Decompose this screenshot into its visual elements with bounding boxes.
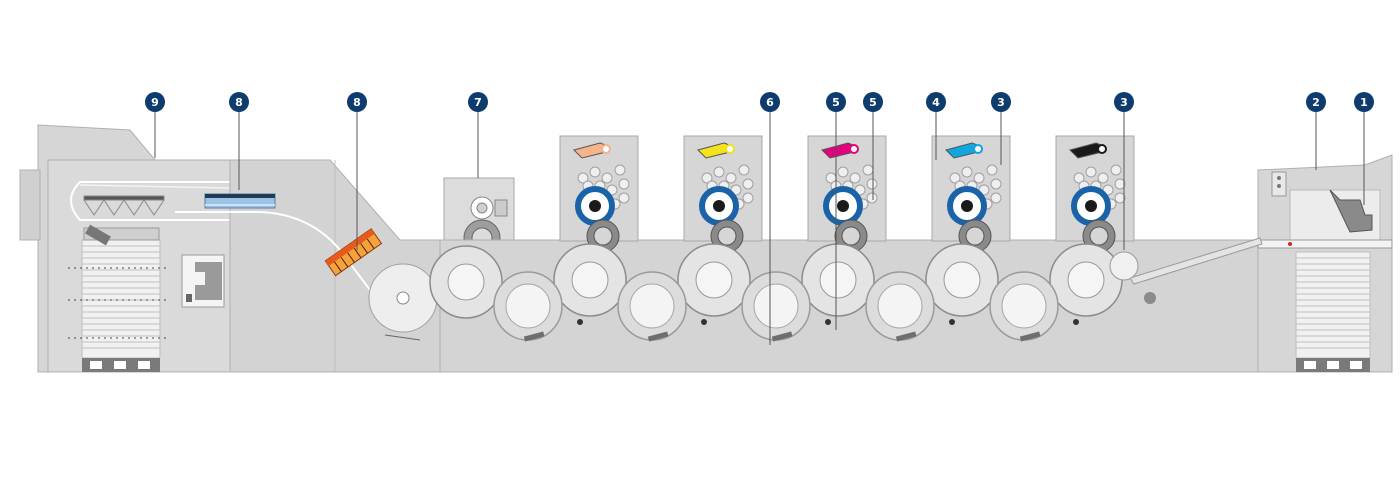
svg-text:5: 5 [832, 96, 840, 109]
printing-unit-2 [683, 135, 763, 253]
printing-unit-1 [559, 135, 639, 253]
callout-7: 7 [468, 92, 488, 112]
printing-unit-3 [807, 135, 887, 253]
svg-text:9: 9 [151, 96, 159, 109]
printing-units [559, 135, 1135, 253]
callout-8-uv: 8 [229, 92, 249, 112]
svg-text:3: 3 [997, 96, 1005, 109]
feed-table [1129, 237, 1263, 285]
svg-text:6: 6 [766, 96, 774, 109]
callout-badges: 9 8 8 7 6 5 5 4 [145, 92, 1374, 112]
sheet-travel-path [175, 211, 401, 331]
callout-5-a: 5 [826, 92, 846, 112]
callout-3-a: 3 [991, 92, 1011, 112]
feeder-sheet-pile [1295, 251, 1371, 372]
svg-text:5: 5 [869, 96, 877, 109]
delivery-sheet-pile [68, 239, 168, 372]
printing-unit-4 [931, 135, 1011, 253]
transfer-drums [493, 271, 1079, 342]
delivery-sheet-brake [83, 195, 165, 216]
callout-9: 9 [145, 92, 165, 112]
callout-leaders [154, 112, 1365, 345]
feeder-suction-head [1329, 189, 1373, 233]
callout-6: 6 [760, 92, 780, 112]
svg-text:8: 8 [235, 96, 243, 109]
svg-text:4: 4 [932, 96, 940, 109]
callout-8-ir: 8 [347, 92, 367, 112]
printing-unit-5 [1055, 135, 1135, 253]
svg-text:8: 8 [353, 96, 361, 109]
extended-delivery-dryer [175, 159, 441, 373]
callout-2: 2 [1306, 92, 1326, 112]
svg-text:2: 2 [1312, 96, 1320, 109]
ir-dryer-module [324, 228, 383, 277]
delivery-unit [19, 124, 331, 373]
callout-3-b: 3 [1114, 92, 1134, 112]
svg-text:3: 3 [1120, 96, 1128, 109]
impression-cylinders [429, 243, 1123, 319]
svg-text:7: 7 [474, 96, 482, 109]
callout-5-b: 5 [863, 92, 883, 112]
feeder-unit [1109, 154, 1393, 373]
uv-dryer-module [204, 193, 276, 209]
svg-text:1: 1 [1360, 96, 1368, 109]
delivery-control-panel [181, 254, 225, 308]
callout-4: 4 [926, 92, 946, 112]
callout-1: 1 [1354, 92, 1374, 112]
